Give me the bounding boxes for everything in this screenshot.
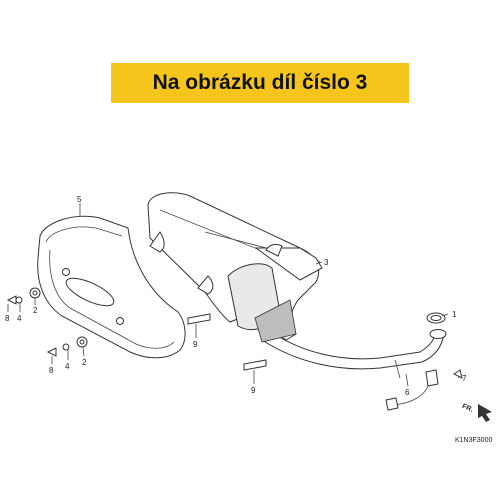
callout-3: 3	[324, 258, 329, 267]
clamp-7	[453, 369, 463, 379]
part-number-banner: Na obrázku díl číslo 3	[111, 63, 409, 103]
sensor-6	[385, 369, 439, 411]
callout-4-lower: 4	[65, 362, 70, 371]
diagram-code: K1N3F3000	[455, 437, 492, 444]
front-direction-arrow-icon	[478, 404, 492, 422]
callout-8-upper: 8	[5, 314, 10, 323]
gasket-1	[426, 312, 447, 339]
muffler-assembly	[147, 192, 323, 343]
callout-2-upper: 2	[33, 306, 38, 315]
callout-1: 1	[452, 310, 457, 319]
callout-9-lower: 9	[251, 386, 256, 395]
callout-7: 7	[462, 374, 467, 383]
direction-marker: FR.	[461, 403, 474, 414]
heat-protector	[37, 215, 186, 359]
callout-6: 6	[405, 388, 410, 397]
leader-lines	[7, 203, 461, 387]
callout-5: 5	[77, 195, 82, 204]
fasteners-left	[6, 287, 88, 357]
callout-9-upper: 9	[193, 340, 198, 349]
callout-2-lower: 2	[82, 358, 87, 367]
callout-4-upper: 4	[17, 314, 22, 323]
banner-text: Na obrázku díl číslo 3	[152, 71, 368, 94]
bolts-9	[187, 313, 267, 371]
callout-8-lower: 8	[49, 366, 54, 375]
